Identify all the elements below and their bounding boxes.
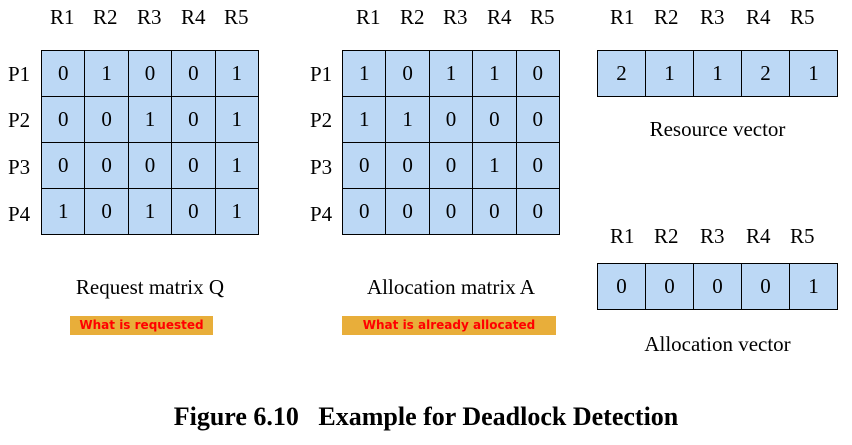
- request-matrix-grid: 0 1 0 0 1 0 0 1 0 1 0 0 0 0 1 1: [40, 50, 260, 235]
- matrix-cell: 1: [127, 188, 173, 235]
- matrix-cell: 0: [385, 142, 430, 189]
- matrix-cell: 1: [428, 50, 474, 97]
- col-header: R2: [654, 5, 679, 29]
- figure-title: Figure 6.10 Example for Deadlock Detecti…: [173, 402, 679, 431]
- allocation-matrix-grid: 1 0 1 1 0 1 1 0 0 0 0 0 0 1 0 0: [341, 50, 561, 235]
- matrix-cell: 0: [341, 142, 387, 189]
- row-label: P4: [8, 202, 31, 226]
- matrix-cell: 1: [84, 50, 129, 97]
- request-matrix-caption: Request matrix Q: [75, 275, 225, 299]
- vector-cell: 0: [741, 263, 790, 310]
- row-label: P4: [310, 202, 333, 226]
- matrix-cell: 0: [341, 188, 387, 235]
- row-label: P3: [8, 155, 31, 179]
- col-header: R4: [487, 5, 512, 29]
- allocation-matrix-caption: Allocation matrix A: [367, 275, 535, 299]
- col-header: R1: [610, 5, 635, 29]
- col-header: R4: [746, 5, 771, 29]
- matrix-cell: 0: [428, 96, 474, 143]
- matrix-cell: 0: [127, 142, 173, 189]
- col-header: R3: [700, 224, 725, 248]
- matrix-cell: 0: [40, 50, 86, 97]
- matrix-cell: 0: [40, 142, 86, 189]
- col-header: R1: [356, 5, 381, 29]
- resource-vector-grid: 2 1 1 2 1: [597, 50, 838, 97]
- matrix-cell: 1: [341, 96, 387, 143]
- matrix-cell: 1: [385, 96, 430, 143]
- vector-cell: 0: [645, 263, 694, 310]
- col-header: R5: [530, 5, 555, 29]
- matrix-cell: 0: [40, 96, 86, 143]
- col-header: R3: [700, 5, 725, 29]
- matrix-cell: 1: [341, 50, 387, 97]
- resource-vector-caption: Resource vector: [649, 117, 786, 141]
- matrix-cell: 1: [214, 142, 260, 189]
- col-header: R2: [93, 5, 118, 29]
- col-header: R4: [181, 5, 206, 29]
- matrix-cell: 0: [84, 188, 129, 235]
- col-header: R5: [790, 224, 815, 248]
- matrix-cell: 0: [171, 142, 216, 189]
- matrix-cell: 0: [472, 96, 517, 143]
- matrix-cell: 0: [171, 96, 216, 143]
- allocation-vector-grid: 0 0 0 0 1: [597, 263, 838, 310]
- row-label: P1: [310, 62, 333, 86]
- row-label: P2: [8, 108, 31, 132]
- col-header: R5: [224, 5, 249, 29]
- vector-cell: 1: [789, 50, 838, 97]
- matrix-cell: 1: [214, 96, 260, 143]
- col-header: R5: [790, 5, 815, 29]
- matrix-cell: 0: [515, 188, 561, 235]
- col-header: R2: [654, 224, 679, 248]
- matrix-cell: 1: [127, 96, 173, 143]
- matrix-cell: 0: [171, 188, 216, 235]
- vector-cell: 0: [693, 263, 742, 310]
- matrix-cell: 1: [40, 188, 86, 235]
- request-note: What is requested: [70, 316, 213, 335]
- allocation-note: What is already allocated: [342, 316, 556, 335]
- vector-cell: 1: [645, 50, 694, 97]
- matrix-cell: 0: [428, 142, 474, 189]
- matrix-cell: 1: [214, 50, 260, 97]
- col-header: R3: [443, 5, 468, 29]
- col-header: R3: [137, 5, 162, 29]
- col-header: R2: [400, 5, 425, 29]
- vector-cell: 0: [597, 263, 646, 310]
- row-label: P1: [8, 62, 31, 86]
- matrix-cell: 0: [84, 96, 129, 143]
- col-header: R1: [610, 224, 635, 248]
- matrix-cell: 0: [515, 50, 561, 97]
- matrix-cell: 0: [472, 188, 517, 235]
- matrix-cell: 0: [385, 50, 430, 97]
- vector-cell: 2: [741, 50, 790, 97]
- vector-cell: 1: [789, 263, 838, 310]
- row-label: P2: [310, 108, 333, 132]
- matrix-cell: 0: [428, 188, 474, 235]
- matrix-cell: 0: [515, 96, 561, 143]
- matrix-cell: 1: [472, 142, 517, 189]
- col-header: R4: [746, 224, 771, 248]
- col-header: R1: [50, 5, 75, 29]
- matrix-cell: 0: [171, 50, 216, 97]
- row-label: P3: [310, 155, 333, 179]
- allocation-vector-caption: Allocation vector: [644, 332, 791, 356]
- vector-cell: 2: [597, 50, 646, 97]
- matrix-cell: 0: [127, 50, 173, 97]
- matrix-cell: 1: [214, 188, 260, 235]
- matrix-cell: 0: [84, 142, 129, 189]
- matrix-cell: 0: [385, 188, 430, 235]
- matrix-cell: 0: [515, 142, 561, 189]
- matrix-cell: 1: [472, 50, 517, 97]
- vector-cell: 1: [693, 50, 742, 97]
